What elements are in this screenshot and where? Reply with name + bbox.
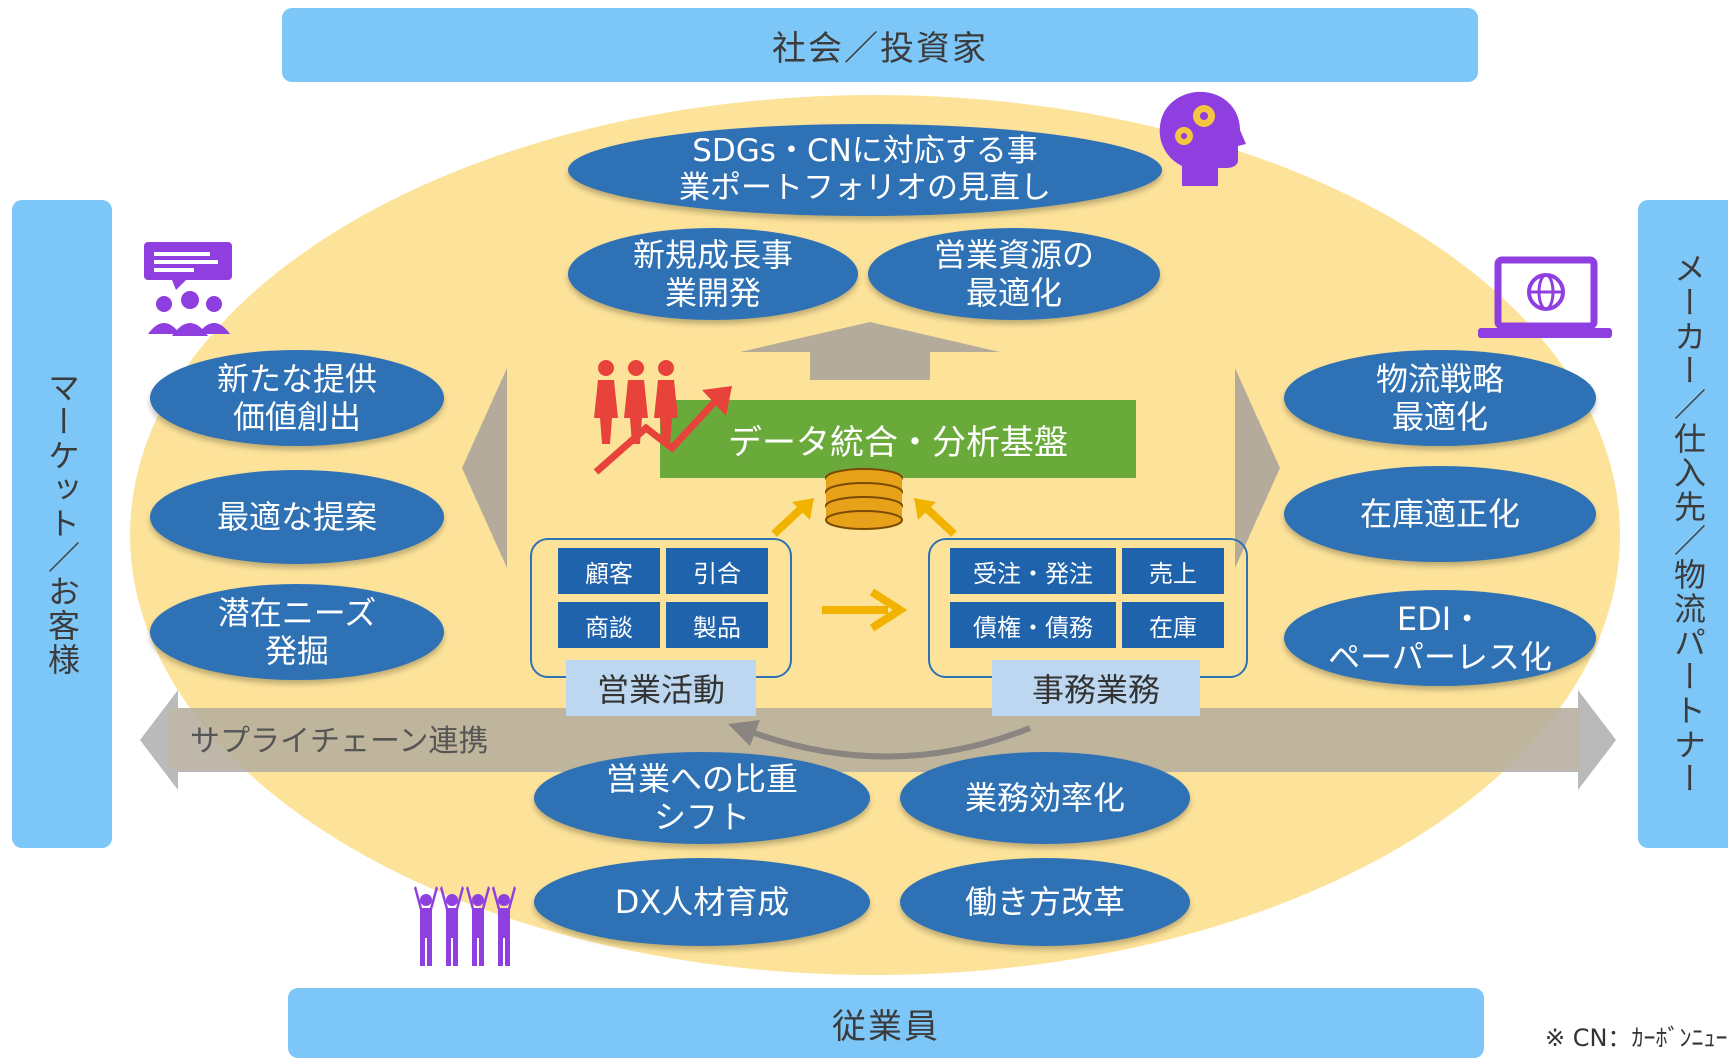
office-work-label: 事務業務 bbox=[992, 660, 1200, 716]
cell-negotiation: 商談 bbox=[558, 602, 660, 648]
pill-new-value: 新たな提供 価値創出 bbox=[150, 350, 444, 446]
arrow-sales-to-office bbox=[822, 588, 908, 632]
growth-people-icon bbox=[593, 360, 732, 475]
supply-chain-arrow bbox=[140, 690, 1616, 790]
supply-chain-band bbox=[170, 708, 1580, 770]
cell-order: 受注・発注 bbox=[950, 548, 1116, 594]
pill-logistics-strategy: 物流戦略 最適化 bbox=[1284, 350, 1596, 446]
curved-return-arrow bbox=[728, 720, 1032, 760]
meeting-chat-icon bbox=[144, 242, 232, 336]
pill-sales-resources: 営業資源の 最適化 bbox=[868, 228, 1160, 320]
cell-inventory: 在庫 bbox=[1122, 602, 1224, 648]
database-icon bbox=[825, 468, 903, 530]
supply-chain-label: サプライチェーン連携 bbox=[190, 724, 489, 759]
pill-inventory: 在庫適正化 bbox=[1284, 466, 1596, 562]
arrow-into-database-right bbox=[914, 498, 957, 537]
pill-latent-needs: 潜在ニーズ 発掘 bbox=[150, 584, 444, 680]
right-bar-partners: メーカー／仕入先／物流パートナー bbox=[1638, 200, 1728, 848]
cell-sales: 売上 bbox=[1122, 548, 1224, 594]
head-gears-icon bbox=[1159, 91, 1246, 186]
cell-product: 製品 bbox=[666, 602, 768, 648]
pill-work-style-reform: 働き方改革 bbox=[900, 858, 1190, 946]
pill-work-efficiency: 業務効率化 bbox=[900, 752, 1190, 844]
cell-inquiry: 引合 bbox=[666, 548, 768, 594]
data-platform-label: データ統合・分析基盤 bbox=[660, 400, 1136, 478]
bottom-bar-employees: 従業員 bbox=[288, 988, 1484, 1058]
left-bar-market-customers: マーケット／お客様 bbox=[12, 200, 112, 848]
cell-customer: 顧客 bbox=[558, 548, 660, 594]
left-arrow bbox=[462, 368, 507, 568]
sales-activity-label: 営業活動 bbox=[566, 660, 756, 716]
pill-edi-paperless: EDI・ ペーパーレス化 bbox=[1284, 590, 1596, 686]
top-bar-society-investors: 社会／投資家 bbox=[282, 8, 1478, 82]
laptop-globe-icon bbox=[1478, 256, 1612, 338]
footnote: ※ CN：ｶｰﾎﾞﾝﾆｭｰ bbox=[1545, 1024, 1728, 1052]
pill-optimal-proposal: 最適な提案 bbox=[150, 470, 444, 564]
pill-shift-to-sales: 営業への比重 シフト bbox=[534, 752, 870, 844]
arrow-into-database-left bbox=[771, 498, 814, 537]
up-arrow bbox=[740, 322, 1000, 380]
team-cheering-icon bbox=[414, 886, 516, 966]
pill-dx-talent: DX人材育成 bbox=[534, 858, 870, 946]
pill-sdgs-portfolio: SDGs・CNに対応する事 業ポートフォリオの見直し bbox=[568, 124, 1162, 216]
right-arrow bbox=[1235, 368, 1280, 568]
pill-new-business: 新規成長事 業開発 bbox=[568, 228, 858, 320]
cell-receivables-payables: 債権・債務 bbox=[950, 602, 1116, 648]
